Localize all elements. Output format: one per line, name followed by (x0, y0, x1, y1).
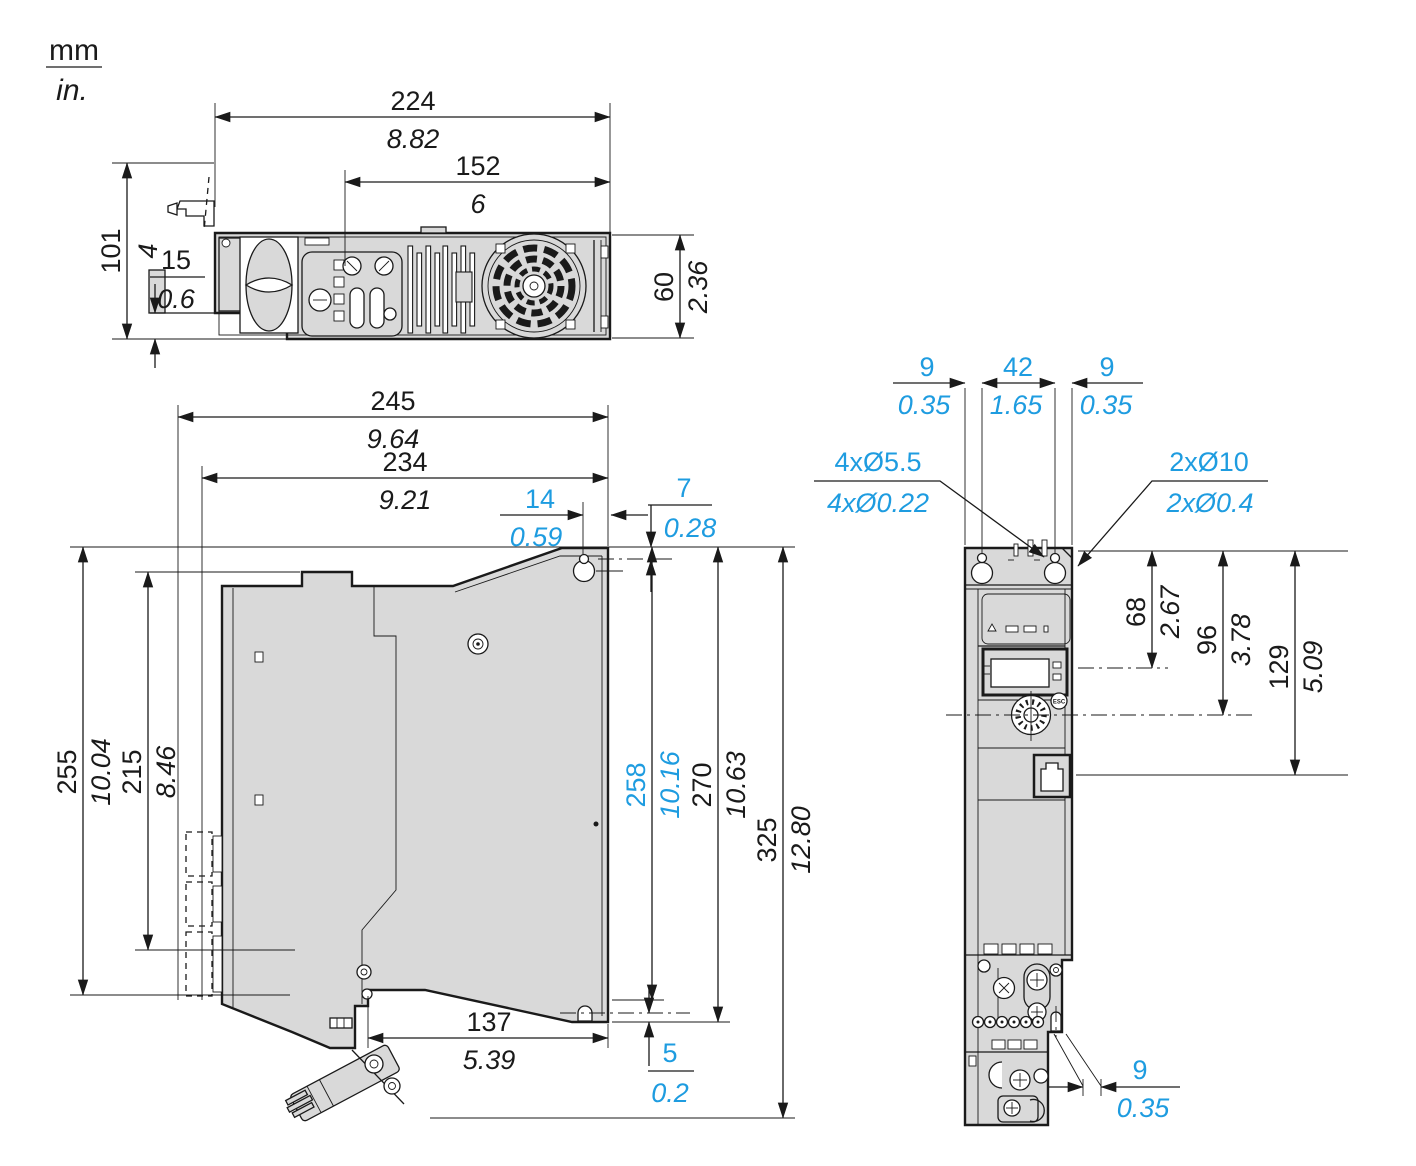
dim-215-in: 8.46 (151, 745, 181, 799)
dim-137-mm: 137 (466, 1007, 511, 1037)
dim-9b-in: 0.35 (1117, 1093, 1171, 1123)
dim-front-ground-tab: 9 0.35 (1048, 1055, 1180, 1123)
keyhole-mount-icon (572, 553, 623, 583)
dim-129-in: 5.09 (1298, 641, 1328, 694)
dim-side-keyhole-x: 14 0.59 (500, 484, 648, 552)
top-view: 224 8.82 152 6 101 4 15 0.6 60 2.36 (96, 86, 713, 368)
dim-129-mm: 129 (1264, 644, 1294, 689)
dim-9l-mm: 9 (919, 352, 934, 382)
locking-knob-icon (239, 236, 299, 334)
dim-60-in: 2.36 (683, 260, 713, 315)
dim-side-depth-total: 245 9.64 (177, 386, 609, 454)
callout-large-holes-mm: 2xØ10 (1169, 447, 1249, 477)
dim-15-in: 0.6 (157, 284, 196, 314)
dim-front-port: 129 5.09 (1264, 550, 1328, 776)
dim-15-mm: 15 (161, 245, 191, 275)
dim-side-height-255-labels: 10.04 (86, 738, 116, 806)
dim-side-height-325: 325 12.80 (752, 546, 816, 1119)
dim-270-mm: 270 (687, 762, 717, 807)
dim-258-mm: 258 (621, 762, 651, 807)
hidden-connectors (185, 831, 223, 997)
dim-side-keyhole-y: 7 0.28 (645, 473, 717, 592)
dim-front-hole-spacing: 42 1.65 (981, 352, 1056, 420)
dim-234-mm: 234 (382, 447, 427, 477)
dim-224-in: 8.82 (387, 124, 440, 154)
callout-large-holes-in: 2xØ0.4 (1165, 488, 1253, 518)
dim-60-mm: 60 (649, 272, 679, 302)
dim-side-depth-body: 234 9.21 (201, 447, 609, 515)
callout-small-holes-mm: 4xØ5.5 (834, 447, 921, 477)
terminal-block-front (965, 943, 1063, 1053)
dim-258-in: 10.16 (655, 750, 685, 819)
esc-button-label: ESC (1053, 700, 1066, 706)
dim-5-in: 0.2 (651, 1078, 689, 1108)
dim-152-mm: 152 (455, 151, 500, 181)
dim-224-mm: 224 (390, 86, 435, 116)
dim-215-mm: 215 (117, 749, 147, 794)
keyhole-mount-icon-right (1043, 552, 1067, 585)
mounting-slot-front (1050, 1006, 1062, 1038)
units-imperial: in. (56, 74, 88, 107)
dim-side-height-270: 270 10.63 (687, 546, 751, 1023)
dim-side-height-255: 258 101 255 (52, 546, 89, 996)
dim-234-in: 9.21 (379, 485, 432, 515)
dim-14-in: 0.59 (510, 522, 563, 552)
dim-front-dial: 96 3.78 (1192, 550, 1256, 716)
dim-68-mm: 68 (1121, 597, 1151, 627)
fan-grille-icon (481, 233, 587, 339)
dim-top-rail-offset: 15 0.6 (149, 245, 205, 368)
dim-68-in: 2.67 (1155, 585, 1185, 640)
dim-9r-in: 0.35 (1080, 390, 1134, 420)
dim-side-flange-width: 137 5.39 (367, 1007, 609, 1075)
dim-14-mm: 14 (525, 484, 555, 514)
units-label: mm in. (46, 34, 102, 107)
dim-5-mm: 5 (662, 1038, 677, 1068)
dim-9b-mm: 9 (1132, 1055, 1147, 1085)
front-view: ESC (814, 352, 1348, 1127)
dim-255-in: 10.04 (86, 738, 116, 806)
callout-large-holes: 2xØ10 2xØ0.4 (1077, 447, 1268, 567)
dim-325-in: 12.80 (786, 806, 816, 874)
callout-small-holes: 4xØ5.5 4xØ0.22 (814, 447, 1045, 558)
dim-side-height-215: 215 8.46 (117, 571, 181, 951)
dim-front-display: 68 2.67 (1121, 550, 1185, 669)
dim-96-in: 3.78 (1226, 614, 1256, 667)
dim-top-height: 101 4 (96, 162, 290, 340)
dim-255-mm2: 255 (52, 749, 82, 794)
dim-7-mm: 7 (676, 473, 691, 503)
dim-7-in: 0.28 (664, 513, 717, 543)
callout-small-holes-in: 4xØ0.22 (827, 488, 929, 518)
rj45-port-icon (978, 753, 1072, 801)
dim-270-in: 10.63 (721, 751, 751, 819)
dim-top-depth: 60 2.36 (612, 234, 713, 339)
dim-245-in: 9.64 (367, 424, 420, 454)
dim-96-mm: 96 (1192, 625, 1222, 655)
esc-button (1050, 692, 1068, 710)
dim-137-in: 5.39 (463, 1045, 516, 1075)
dim-front-edge-left: 9 0.35 (893, 352, 966, 420)
dim-side-height-258: 258 10.16 (621, 546, 685, 1001)
ground-clamp (968, 1055, 1049, 1123)
display-module (978, 623, 1069, 697)
dim-325-mm: 325 (752, 817, 782, 862)
units-metric: mm (49, 34, 99, 67)
dim-9r-mm: 9 (1099, 352, 1114, 382)
dim-side-slot-offset: 5 0.2 (643, 988, 694, 1108)
dim-top-width: 224 8.82 (214, 86, 611, 233)
dim-top-vent-width: 152 6 (344, 151, 611, 266)
cable-clamp-icon (284, 1044, 405, 1122)
dim-42-mm: 42 (1003, 352, 1033, 382)
keyhole-mount-icon-left (970, 552, 994, 585)
dim-101-mm: 101 (96, 228, 126, 273)
mounting-slot (560, 1005, 690, 1022)
dim-245-mm: 245 (370, 386, 415, 416)
dim-front-edge-right: 9 0.35 (1071, 352, 1143, 420)
dim-9l-in: 0.35 (898, 390, 952, 420)
vent-slots (407, 245, 476, 334)
side-view: 245 9.64 234 9.21 14 0.59 7 0.28 258 10.… (52, 386, 816, 1122)
dim-101-in: 4 (133, 243, 163, 258)
terminal-block-top (301, 226, 447, 337)
dim-42-in: 1.65 (990, 390, 1044, 420)
dim-152-in: 6 (470, 189, 486, 219)
